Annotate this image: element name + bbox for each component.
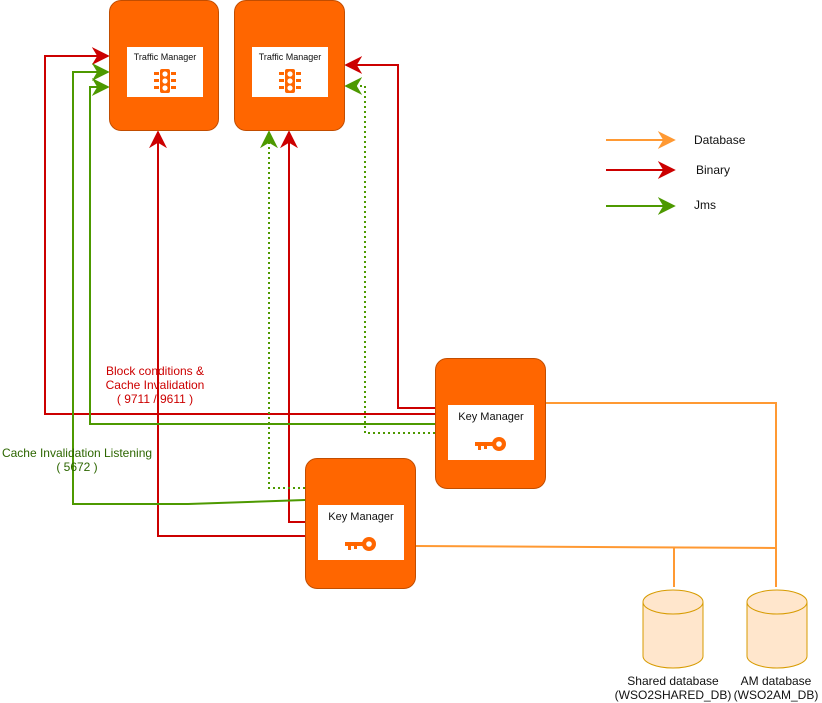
binary-connector-km1-tm1-bottom [149, 130, 305, 537]
legend-jms-label: Jms [694, 198, 716, 212]
binary-annotation-line-3: ( 9711 / 9611 ) [116, 392, 194, 406]
shared-database-name: Shared database [627, 674, 719, 688]
jms-annotation-line-2: ( 5672 ) [56, 460, 98, 474]
db-connector-km2 [545, 402, 777, 587]
binary-connector-km1-tm2-bottom [280, 130, 305, 523]
jms-connector-km2-tm2-dotted [344, 77, 435, 434]
traffic-manager-node-2[interactable]: Traffic Manager [234, 0, 345, 131]
key-manager-title-1: Key Manager [328, 511, 394, 523]
am-database-name: AM database [740, 674, 812, 688]
am-database-cylinder[interactable] [746, 589, 808, 669]
shared-database-schema: (WSO2SHARED_DB) [614, 688, 732, 702]
traffic-light-icon [279, 69, 301, 93]
jms-connector-km1-tm1 [72, 63, 306, 505]
key-manager-node-2[interactable]: Key Manager [435, 358, 546, 489]
traffic-manager-node-1[interactable]: Traffic Manager [109, 0, 219, 131]
jms-connector-km1-tm2-dotted [260, 130, 305, 489]
key-manager-card-2: Key Manager [448, 405, 534, 460]
jms-connector-km2-tm1 [89, 78, 435, 425]
key-icon [475, 437, 506, 451]
db-connector-km1 [414, 545, 777, 549]
key-manager-title-2: Key Manager [458, 411, 524, 423]
shared-database-cylinder[interactable] [642, 589, 704, 669]
binary-annotation-line-1: Block conditions & [105, 364, 205, 378]
jms-annotation-line-1: Cache Invalidation Listening [1, 446, 153, 460]
jms-annotation: Cache Invalidation Listening ( 5672 ) [0, 446, 154, 474]
key-manager-node-1[interactable]: Key Manager [305, 458, 416, 589]
am-database-schema: (WSO2AM_DB) [733, 688, 819, 702]
binary-connector-km2-tm2-side [344, 56, 435, 409]
traffic-manager-card-1: Traffic Manager [127, 47, 203, 97]
traffic-manager-title-1: Traffic Manager [133, 52, 197, 62]
shared-database-label: Shared database (WSO2SHARED_DB) [608, 674, 738, 702]
traffic-manager-card-2: Traffic Manager [252, 47, 328, 97]
am-database-label: AM database (WSO2AM_DB) [730, 674, 822, 702]
key-icon [345, 537, 376, 551]
binary-connector-km2-tm1-side [44, 47, 435, 415]
binary-annotation: Block conditions & Cache Invalidation ( … [96, 364, 214, 406]
legend-binary-label: Binary [696, 163, 731, 177]
key-manager-card-1: Key Manager [318, 505, 404, 560]
traffic-light-icon [154, 69, 176, 93]
legend-database-label: Database [694, 133, 746, 147]
binary-annotation-line-2: Cache Invalidation [105, 378, 205, 392]
traffic-manager-title-2: Traffic Manager [258, 52, 322, 62]
